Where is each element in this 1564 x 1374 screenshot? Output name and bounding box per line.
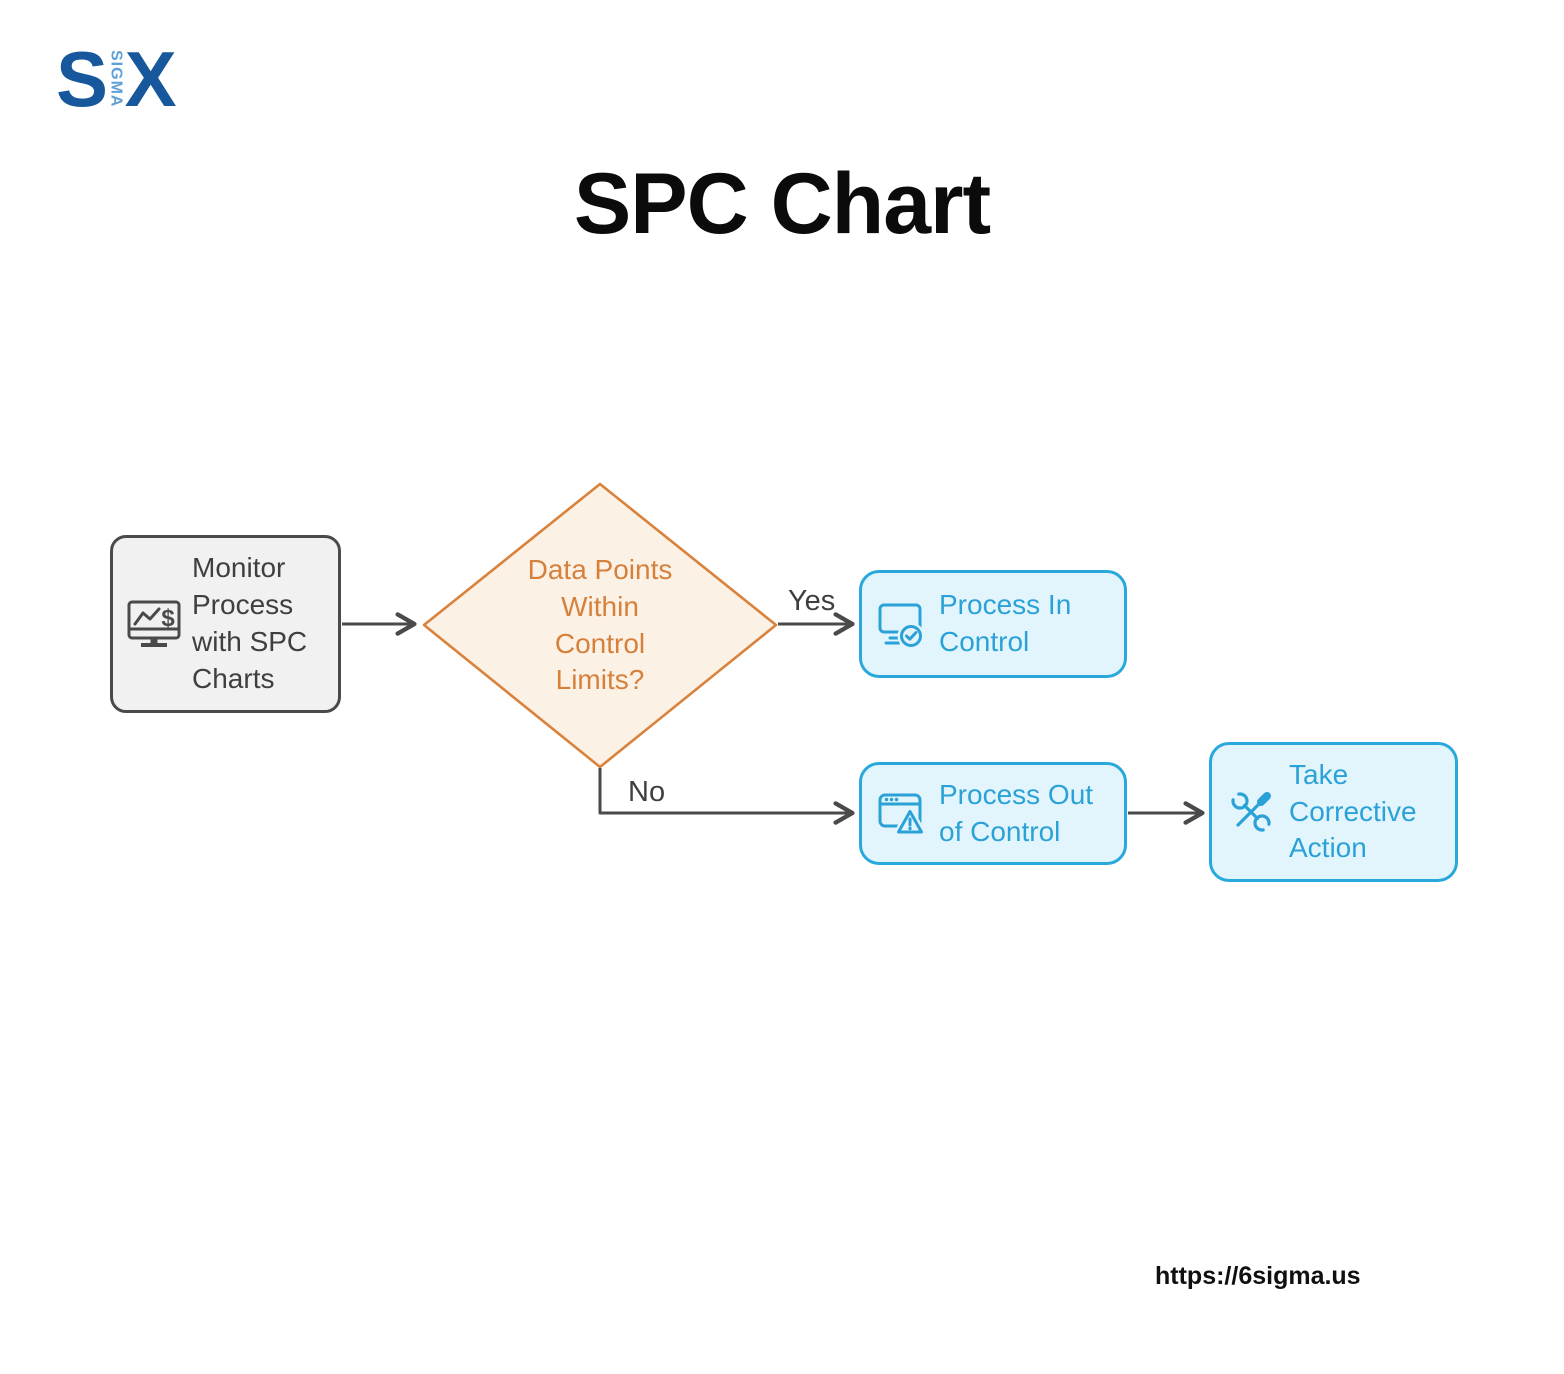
window-warning-icon [877,790,925,838]
node-monitor-process: $ Monitor Process with SPC Charts [110,535,341,713]
logo-letter-s: S [56,35,108,123]
node-label: Data Points Within Control Limits? [527,553,673,696]
svg-text:$: $ [161,605,175,632]
edge-no [598,768,855,825]
edge-label-yes: Yes [788,585,836,617]
node-process-in-control: Process In Control [859,570,1127,678]
node-label: Monitor Process with SPC Charts [192,552,308,694]
edge-label-no: No [628,776,666,808]
node-label: Process In Control [939,589,1072,657]
monitor-chart-icon: $ [126,599,182,649]
monitor-check-icon [877,600,925,648]
node-process-out-of-control: Process Out of Control [859,762,1127,865]
node-label: Process Out of Control [939,778,1094,847]
logo-letter-x: X [124,35,177,123]
website-url: https://6sigma.us [1155,1262,1361,1290]
node-label: Take Corrective Action [1289,758,1417,864]
six-sigma-logo: S SIGMA X [56,35,177,123]
decision-diamond-shape [422,482,778,769]
logo-sigma-vertical-text: SIGMA [107,50,125,108]
node-decision: Data Points Within Control Limits? [423,483,777,768]
tools-icon [1227,788,1275,836]
node-take-corrective-action: Take Corrective Action [1209,742,1458,882]
page-title: SPC Chart [573,156,991,252]
